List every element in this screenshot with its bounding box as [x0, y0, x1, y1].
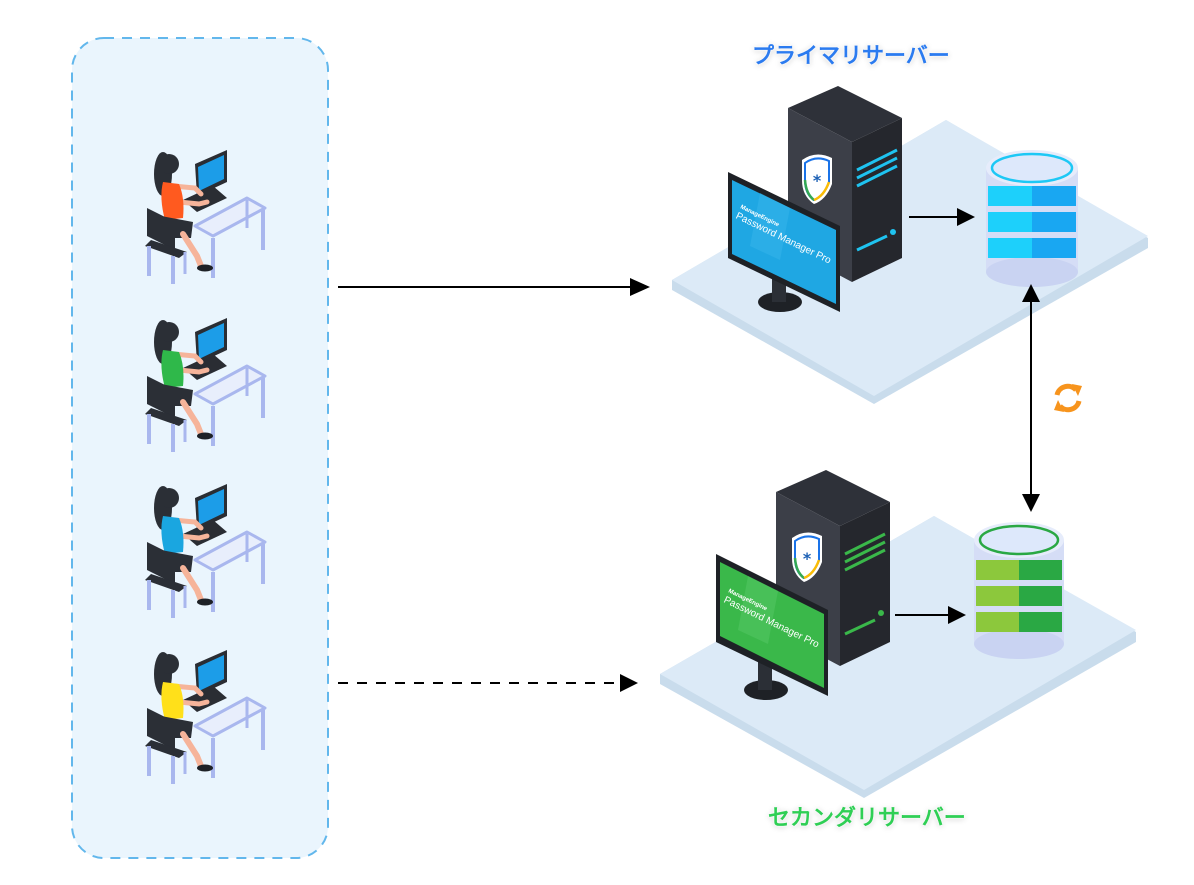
user-2	[145, 318, 267, 452]
user-1	[145, 150, 267, 284]
user-4	[145, 650, 267, 784]
arrow-secondary-server-to-db	[895, 606, 966, 624]
shield-logo-icon: *	[792, 532, 822, 582]
primary-database	[986, 150, 1078, 287]
arrow-primary-server-to-db	[909, 208, 975, 226]
primary-server-label: プライマリサーバー	[752, 44, 950, 69]
secondary-server-label: セカンダリサーバー	[768, 806, 966, 831]
arrow-users-to-primary	[338, 278, 650, 296]
svg-text:*: *	[803, 549, 812, 568]
secondary-server-platform	[660, 516, 1136, 798]
secondary-server-tower: *	[776, 470, 890, 666]
shield-logo-icon: *	[802, 154, 832, 204]
svg-text:*: *	[813, 171, 822, 190]
primary-monitor: ManageEngine Password Manager Pro	[728, 172, 840, 312]
user-figure	[145, 150, 267, 284]
users-group	[71, 37, 329, 859]
user-figure	[145, 318, 267, 452]
sync-arrow-bidirectional	[1022, 284, 1040, 512]
secondary-database	[974, 522, 1064, 659]
user-3	[145, 484, 267, 618]
user-figure	[145, 650, 267, 784]
arrow-users-to-secondary-dashed	[338, 674, 638, 692]
sync-icon	[1054, 383, 1082, 413]
user-figure	[145, 484, 267, 618]
secondary-monitor: ManageEngine Password Manager Pro	[716, 554, 828, 700]
